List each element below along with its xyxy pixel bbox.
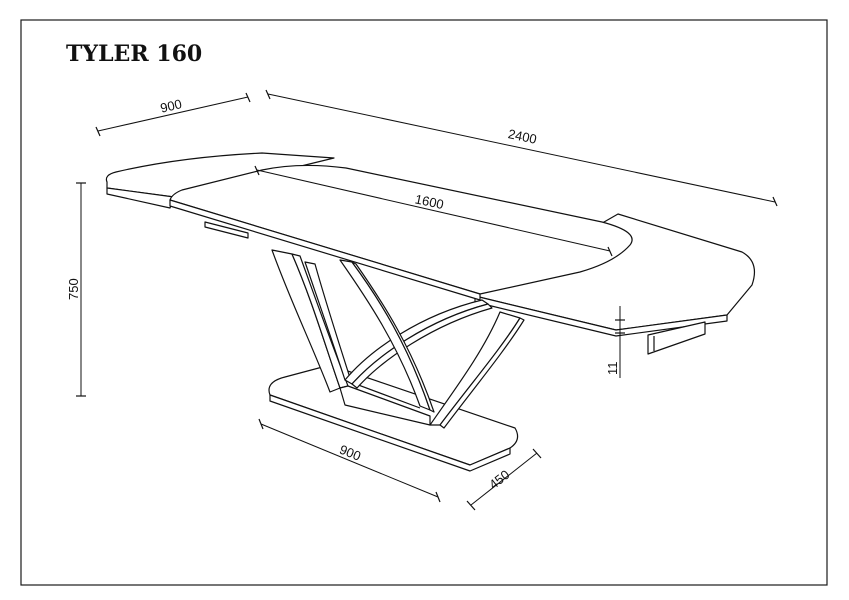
dimension-1600-closed: 1600: [254, 165, 613, 257]
dim-label-base-width: 450: [486, 467, 512, 492]
main-tabletop: [169, 164, 633, 301]
dimension-900-base: 900: [258, 418, 441, 503]
dim-label-height: 750: [66, 278, 81, 300]
dimension-2400-total: 2400: [265, 89, 778, 207]
table-pedestal-legs: [271, 249, 525, 429]
dim-label-base-length: 900: [337, 442, 363, 464]
dim-label-closed-length: 1600: [414, 191, 445, 212]
dimension-750-height: 750: [66, 182, 86, 397]
right-extension-leaf: [474, 213, 755, 355]
dim-label-top-thickness: 11: [605, 362, 620, 376]
dim-label-total-length: 2400: [507, 126, 538, 147]
dimension-900-extension: 900: [95, 92, 251, 137]
dimension-11-thickness: 11: [605, 306, 625, 378]
table-illustration: [105, 152, 755, 472]
drawing-frame: [20, 19, 828, 586]
product-title: TYLER 160: [66, 41, 202, 67]
left-extension-leaf: [105, 152, 335, 209]
dim-label-extension-width: 900: [159, 96, 184, 115]
